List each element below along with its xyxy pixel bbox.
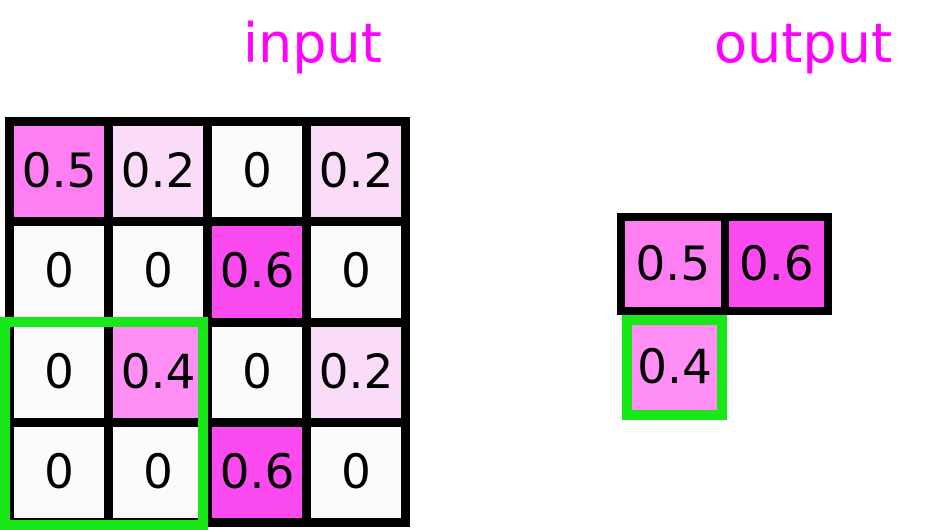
input-cell-10: 0 xyxy=(212,326,302,418)
input-cell-0: 0.5 xyxy=(14,126,104,218)
output-cell-1: 0.6 xyxy=(728,221,824,307)
input-cell-14: 0.6 xyxy=(212,426,302,518)
input-cell-12: 0 xyxy=(14,426,104,518)
input-cell-2: 0 xyxy=(212,126,302,218)
input-cell-15: 0 xyxy=(311,426,401,518)
input-cell-11: 0.2 xyxy=(311,326,401,418)
input-title: input xyxy=(243,12,382,75)
input-cell-5: 0 xyxy=(113,226,203,318)
input-cell-4: 0 xyxy=(14,226,104,318)
input-cell-1: 0.2 xyxy=(113,126,203,218)
input-cell-3: 0.2 xyxy=(311,126,401,218)
input-cell-9: 0.4 xyxy=(113,326,203,418)
output-cell-2: 0.4 xyxy=(622,315,727,420)
output-cell-0: 0.5 xyxy=(625,221,721,307)
input-cell-6: 0.6 xyxy=(212,226,302,318)
output-title: output xyxy=(714,12,893,75)
input-cell-7: 0 xyxy=(311,226,401,318)
input-cell-8: 0 xyxy=(14,326,104,418)
output-matrix-cell-r2c1: 0.4 xyxy=(622,315,727,420)
input-cell-13: 0 xyxy=(113,426,203,518)
